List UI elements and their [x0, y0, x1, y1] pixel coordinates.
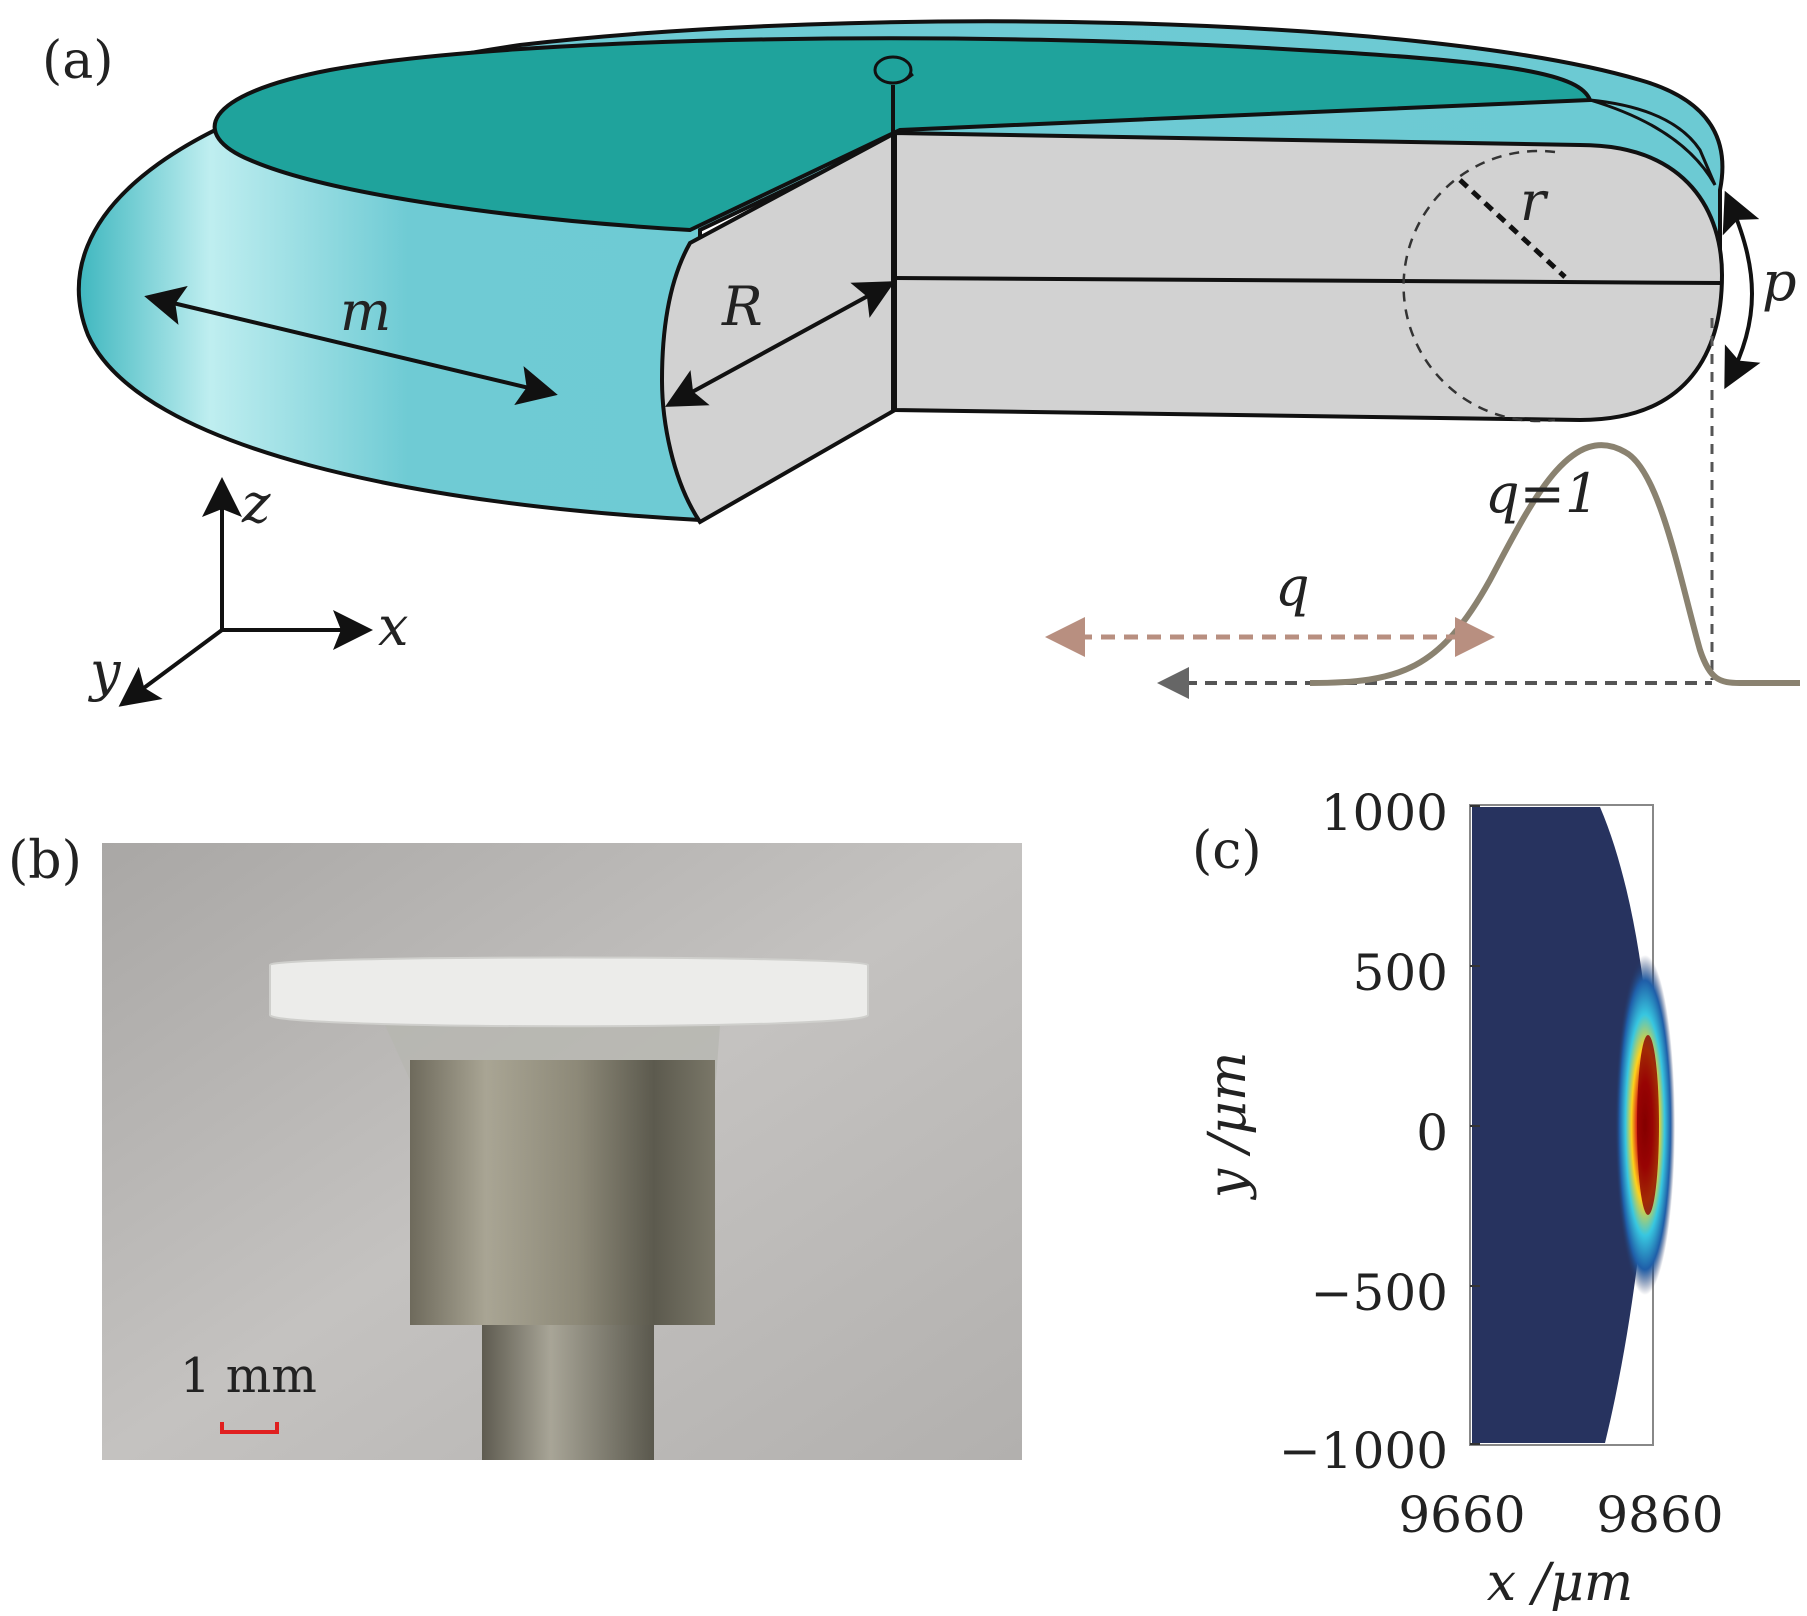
axis-x-label: x: [378, 595, 408, 658]
photo-disk-sample: [269, 956, 869, 1028]
panel-a-label: (a): [42, 31, 114, 91]
axis-z-label: z: [241, 472, 271, 535]
field-map-resonator-profile: [1472, 807, 1651, 1443]
field-mode-core: [1637, 1035, 1659, 1215]
symbol-r: r: [1520, 170, 1549, 233]
panel-b: (b) 1 mm: [8, 831, 1022, 1460]
device-photo: 1 mm: [102, 843, 1022, 1460]
panel-c-label: (c): [1192, 821, 1262, 881]
symbol-m: m: [340, 280, 391, 343]
cross-section-right-face: [893, 130, 1725, 423]
panel-b-label: (b): [8, 831, 82, 891]
disk-top-rim: [1589, 98, 1717, 186]
rotation-symbol-icon: [873, 55, 913, 85]
symbol-q-equals-1: q=1: [1485, 462, 1599, 525]
symbol-R: R: [721, 275, 763, 338]
minor-radius-circle: [1402, 149, 1556, 423]
axis-y-arrow: [118, 628, 224, 707]
axis-y-label: y: [88, 640, 122, 703]
field-map: [1469, 804, 1675, 1446]
disk-top-surface: [212, 36, 1593, 233]
x-tick-label-9660: 9660: [1398, 1486, 1525, 1544]
photo-metal-post: [410, 1060, 715, 1325]
panel-c: (c) 1000 500 0 −500 −1000 y /μm 9660 986…: [1192, 784, 1724, 1613]
arrow-m: [144, 285, 558, 406]
y-tick-label-1000: 1000: [1321, 784, 1448, 842]
photo-rod: [482, 1320, 654, 1460]
x-tick-label-9860: 9860: [1596, 1486, 1723, 1544]
arrow-R: [664, 281, 896, 407]
equator-line: [894, 276, 1723, 285]
symbol-q: q: [1275, 555, 1310, 618]
symbol-p: p: [1762, 250, 1797, 313]
coordinate-axes: z x y: [88, 472, 408, 707]
cross-section: [659, 55, 1725, 525]
y-tick-label-neg1000: −1000: [1279, 1422, 1448, 1480]
y-tick-label-neg500: −500: [1311, 1264, 1448, 1322]
arrow-p: [1722, 190, 1761, 390]
scale-bar-label: 1 mm: [180, 1348, 317, 1404]
x-axis-title: x /μm: [1487, 1553, 1633, 1613]
y-tick-label-500: 500: [1353, 944, 1448, 1002]
rotation-arrow-icon: [904, 72, 914, 82]
panel-a: (a) m R r p q q=1: [42, 19, 1800, 707]
y-axis: 1000 500 0 −500 −1000 y /μm: [1198, 784, 1480, 1480]
y-tick-label-0: 0: [1416, 1104, 1448, 1162]
minor-radius-line: [1458, 178, 1567, 279]
x-axis: 9660 9860 x /μm: [1398, 1486, 1723, 1613]
y-axis-title: y /μm: [1198, 1052, 1258, 1201]
